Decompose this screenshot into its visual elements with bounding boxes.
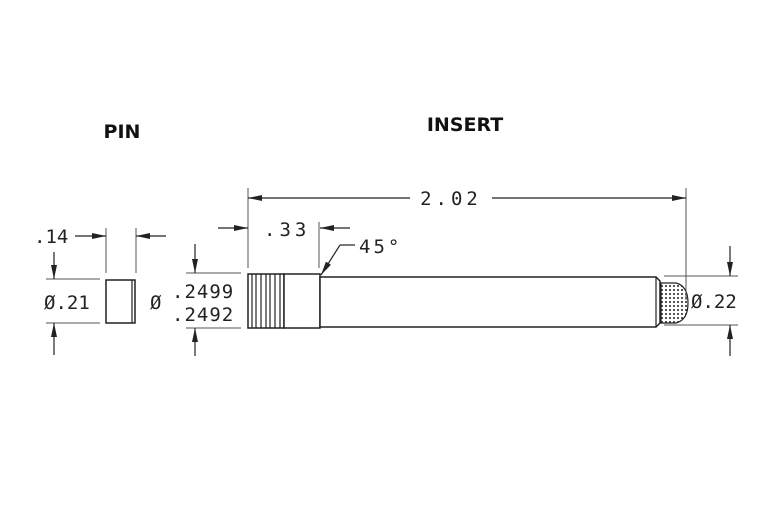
chamfer-label: 45°	[359, 236, 402, 258]
pin-length-dimension: .14	[34, 226, 166, 273]
overall-length-label: 2.02	[420, 188, 482, 210]
pin-part	[105, 279, 136, 324]
insert-part	[247, 273, 689, 329]
shank-diameter-dimension: Ø .2499 .2492	[150, 244, 241, 356]
head-length-dimension: .33	[218, 219, 350, 268]
head-length-label: .33	[264, 219, 310, 241]
shank-diameter-min: .2492	[172, 304, 234, 326]
pin-length-label: .14	[34, 226, 68, 248]
shank-diameter-max: .2499	[172, 281, 234, 303]
pin-diameter-label: Ø.21	[44, 292, 90, 314]
tip-diameter-dimension: Ø.22	[664, 246, 738, 356]
pin-title: PIN	[104, 121, 141, 143]
knurled-tip	[660, 282, 689, 324]
overall-length-dimension: 2.02	[247, 188, 687, 300]
shank-diameter-prefix: Ø	[150, 292, 162, 314]
pin-diameter-dimension: Ø.21	[44, 252, 100, 355]
chamfer-callout: 45°	[320, 236, 402, 276]
tip-diameter-label: Ø.22	[691, 291, 737, 313]
insert-title: INSERT	[427, 114, 503, 136]
